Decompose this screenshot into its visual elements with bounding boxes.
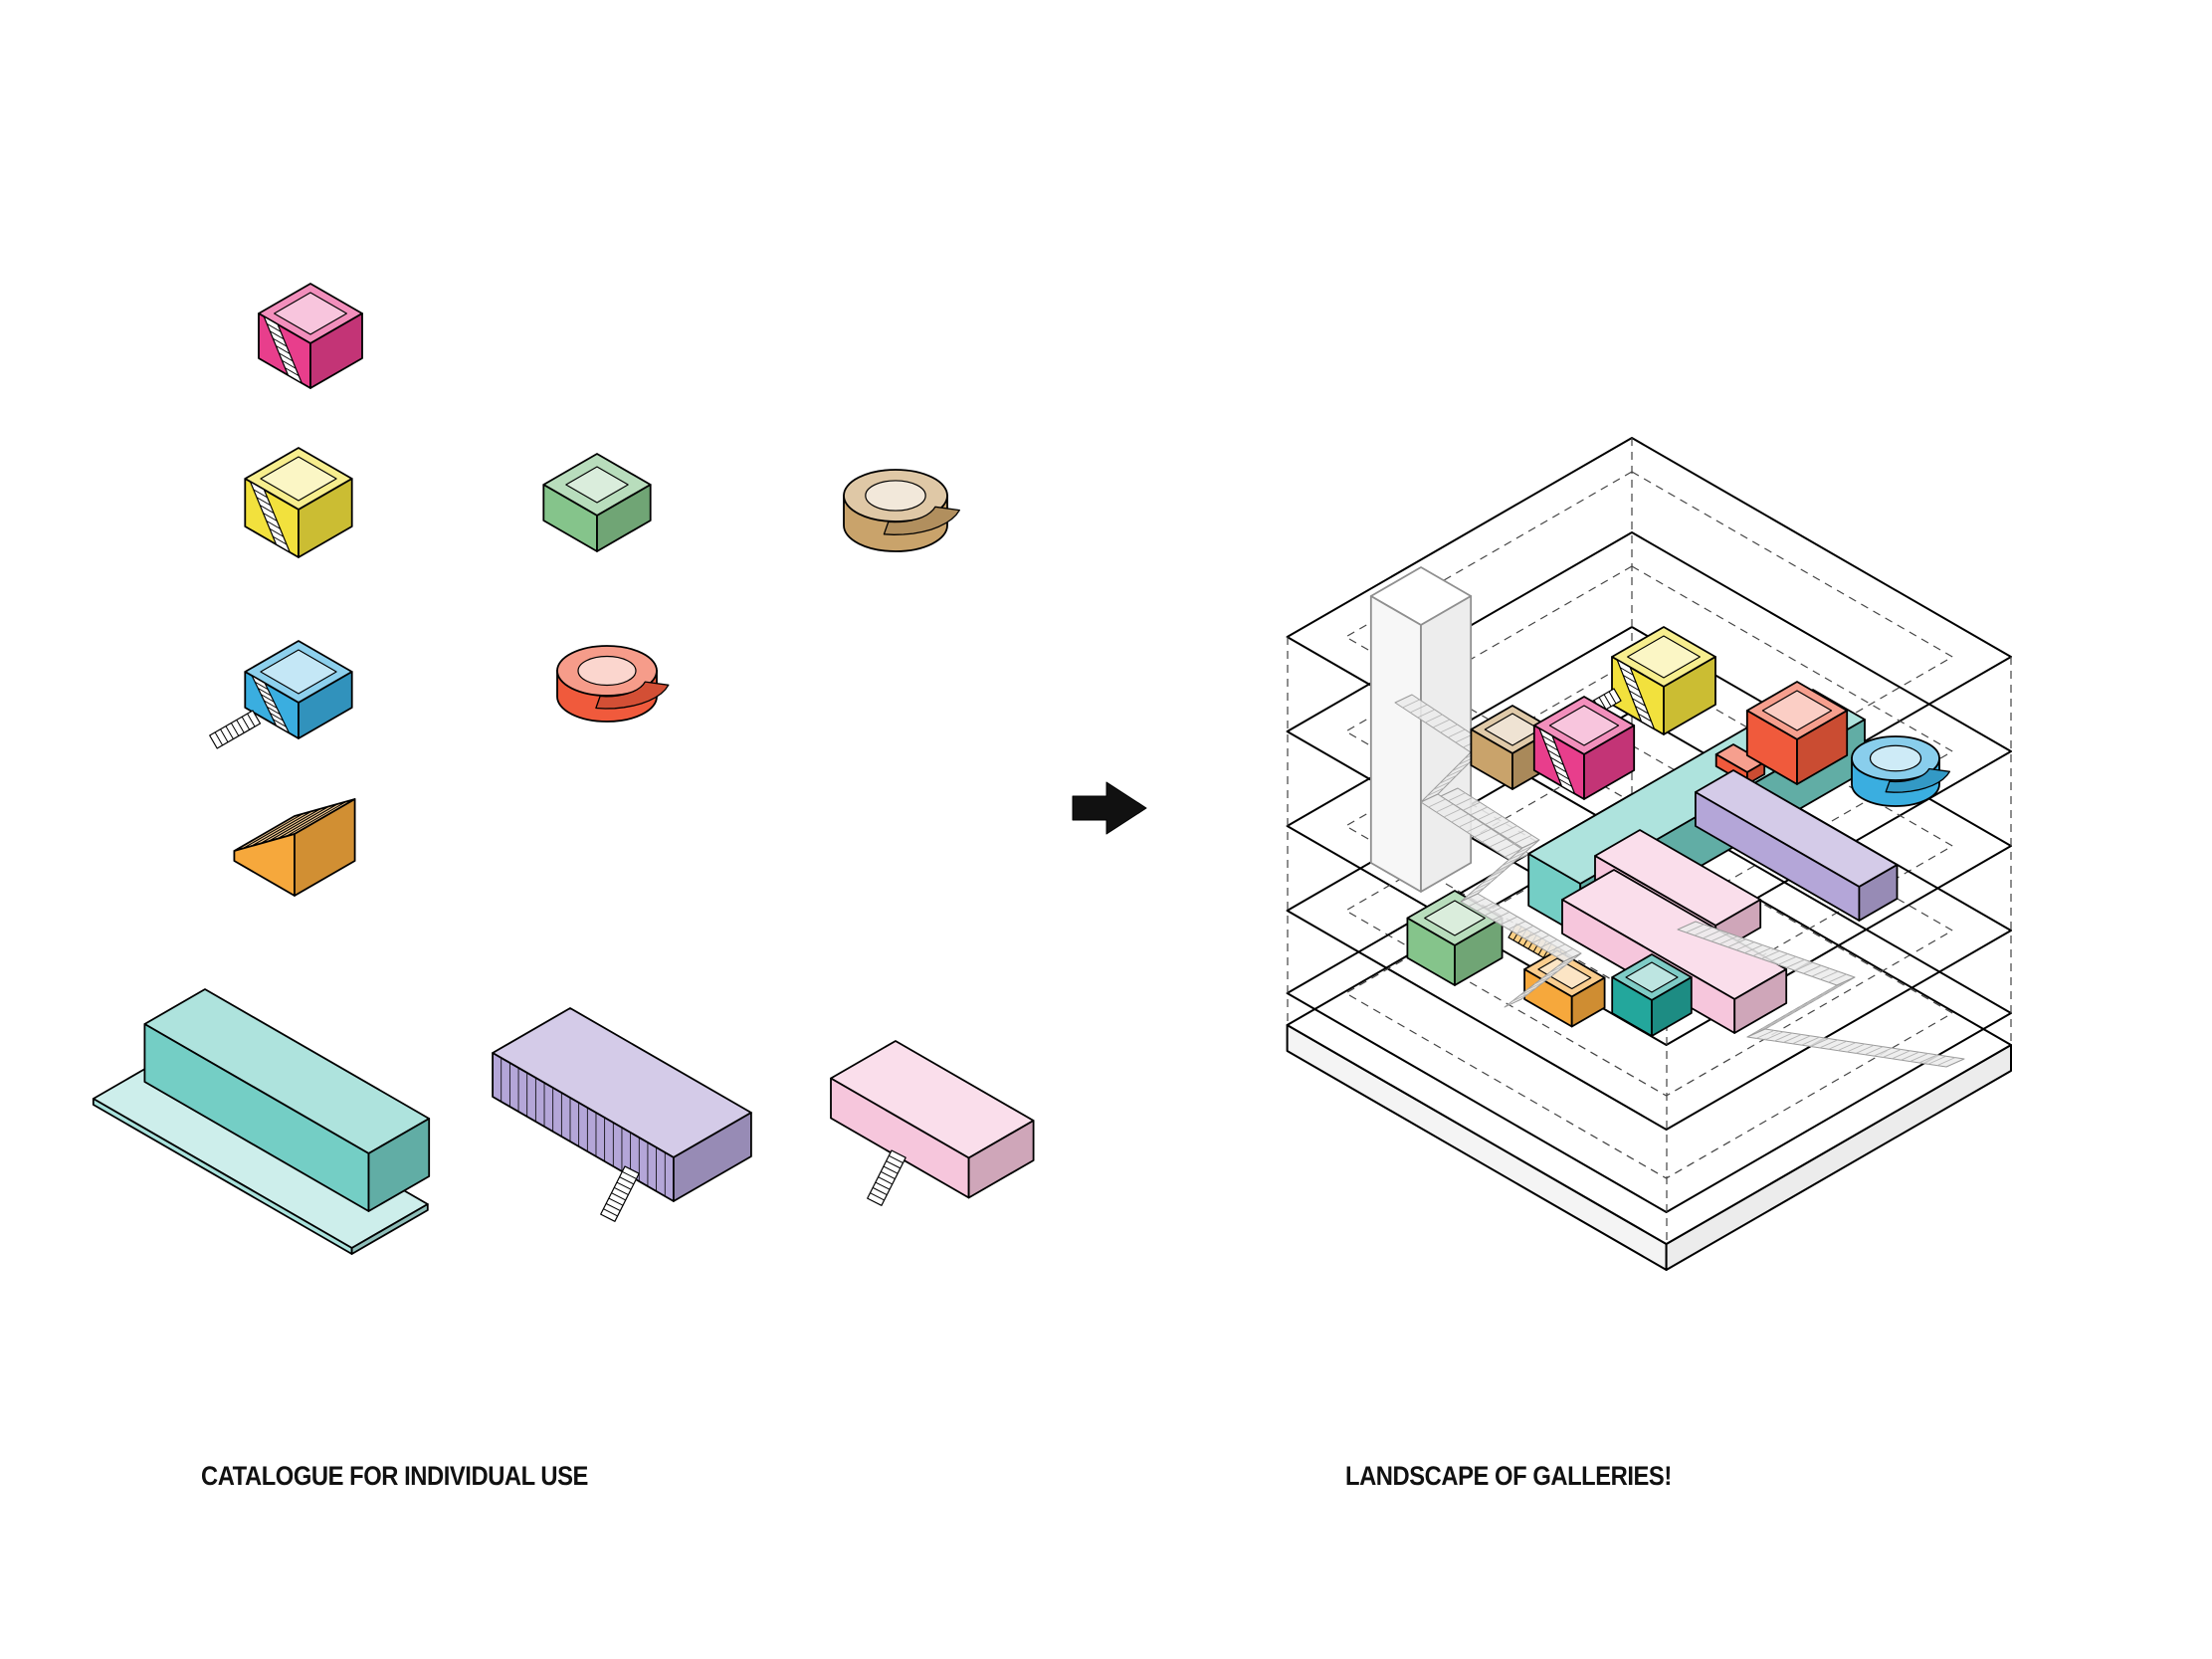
- ramp-central: [1440, 787, 1582, 1008]
- ramp-lower-right: [1677, 921, 1965, 1068]
- yellow-stair-box: [244, 447, 353, 558]
- teal-small-box-assembly: [1611, 953, 1693, 1037]
- blue-ramp-box: [209, 640, 353, 749]
- green-box-assembly: [1406, 890, 1504, 986]
- assembly-diagram: [1286, 437, 2012, 1271]
- purple-slab-assembly: [1695, 769, 1899, 922]
- transform-arrow-icon: [1072, 781, 1147, 835]
- magenta-box-assembly: [1532, 696, 1636, 800]
- teal-bar-gallery: [143, 988, 431, 1212]
- red-box-assembly: [1745, 681, 1849, 785]
- blue-ring-assembly: [1851, 735, 1951, 807]
- yellow-box-assembly: [1573, 626, 1716, 735]
- caption-landscape: LANDSCAPE OF GALLERIES!: [1345, 1461, 1672, 1491]
- magenta-stair-box: [258, 283, 363, 389]
- pink-slab-gallery: [830, 1040, 1035, 1206]
- green-open-box: [542, 453, 652, 552]
- orange-stepped-gallery: [233, 798, 356, 897]
- caption-catalogue: CATALOGUE FOR INDIVIDUAL USE: [201, 1461, 588, 1491]
- red-ring-gallery: [556, 645, 670, 723]
- purple-mullion-slab: [492, 1007, 752, 1222]
- core-shaft: [1369, 566, 1473, 893]
- catalogue-diagram: [92, 283, 1035, 1255]
- tan-ring-gallery: [843, 469, 960, 552]
- orange-box-assembly: [1523, 949, 1606, 1028]
